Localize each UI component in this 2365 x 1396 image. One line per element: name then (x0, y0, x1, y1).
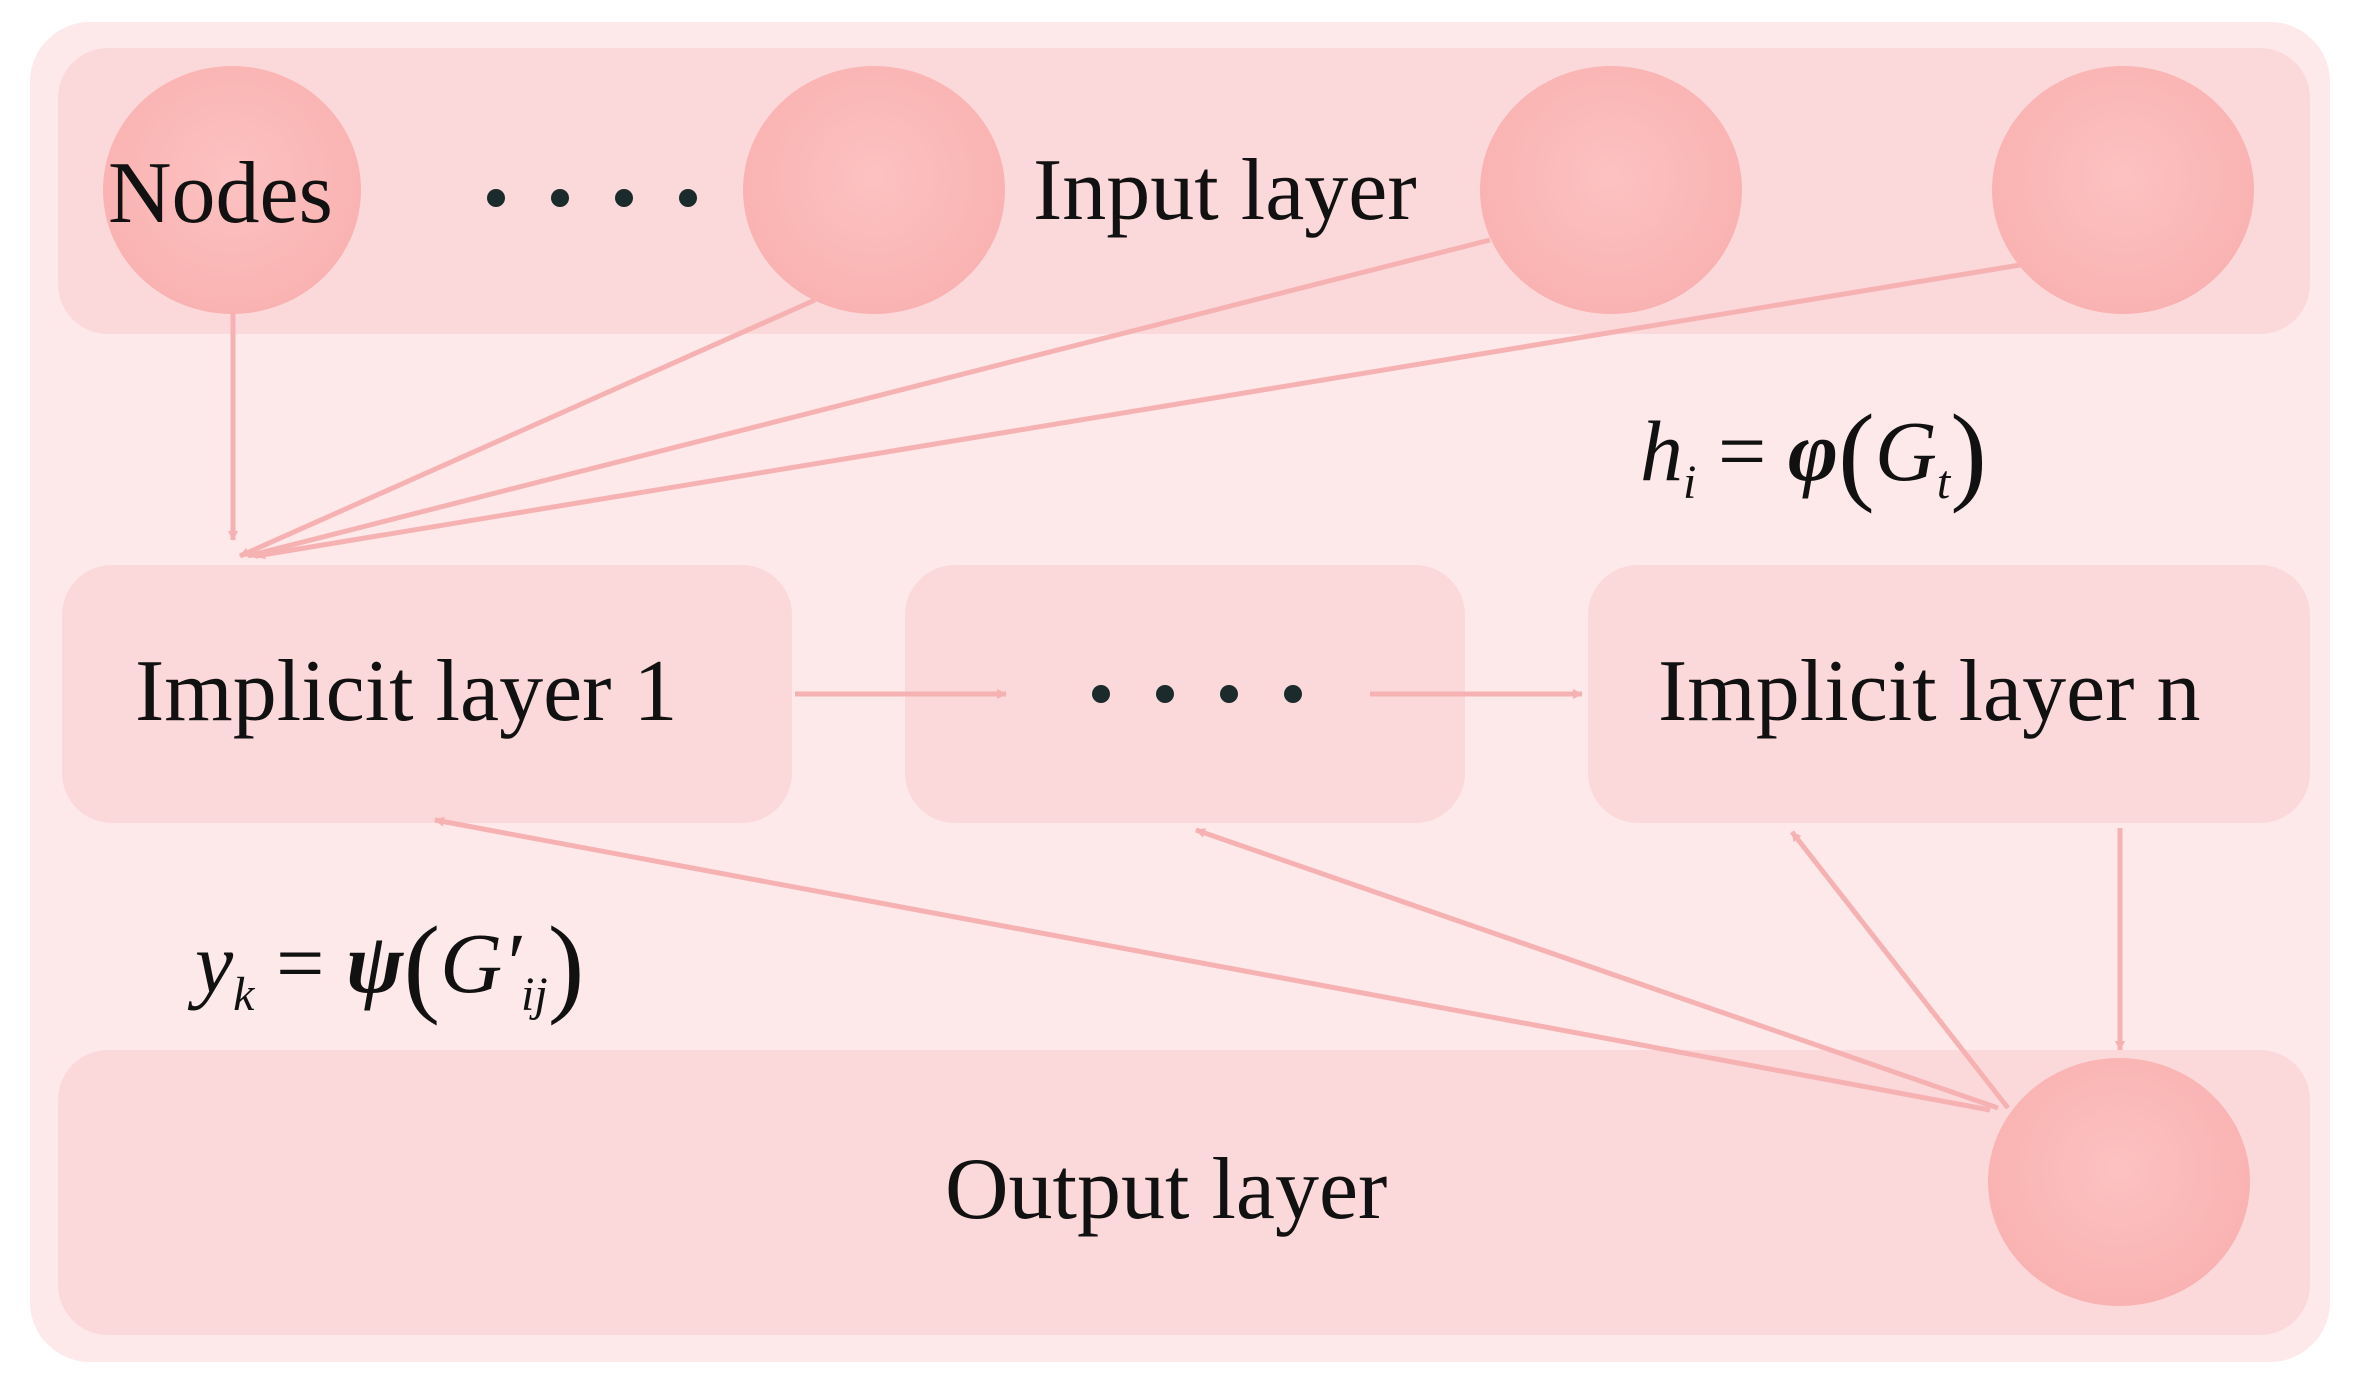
implicit-ellipsis (1092, 685, 1302, 703)
hidden-eq-arg: G (1874, 403, 1937, 499)
arrow-output-to-middle (1195, 827, 1999, 1111)
arrow-output-to-implicit1 (434, 816, 1991, 1113)
ellipsis-dot (1220, 685, 1238, 703)
hidden-eq-lhs: h (1640, 403, 1683, 499)
ellipsis-dot (1092, 685, 1110, 703)
output-eq-equals: = (275, 915, 325, 1011)
input-node-2 (743, 66, 1005, 314)
output-layer-label: Output layer (945, 1141, 1388, 1238)
input-node-3 (1480, 66, 1742, 314)
hidden-eq-open-paren: ( (1838, 392, 1875, 514)
arrow-node3-to-implicit1 (247, 237, 1491, 559)
output-eq-open-paren: ( (403, 904, 441, 1026)
ellipsis-dot (615, 189, 633, 207)
hidden-eq-arg-sub: t (1936, 456, 1951, 509)
hidden-eq-close-paren: ) (1950, 392, 1987, 514)
output-equation: yk = ψ(G′ij) (195, 910, 584, 1020)
ellipsis-dot (679, 189, 697, 207)
ellipsis-dot (1284, 685, 1302, 703)
input-layer-label: Input layer (1033, 142, 1417, 239)
output-eq-arg: G′ (440, 915, 522, 1011)
output-eq-function: ψ (346, 915, 404, 1011)
arrow-node4-to-implicit1 (255, 262, 2021, 560)
ellipsis-dot (487, 189, 505, 207)
hidden-eq-lhs-sub: i (1683, 456, 1697, 509)
output-eq-lhs-sub: k (233, 968, 255, 1021)
hidden-eq-function: φ (1787, 403, 1839, 499)
hidden-eq-equals: = (1717, 403, 1767, 499)
arrow-output-to-implicitn (1790, 830, 2010, 1110)
ellipsis-dot (551, 189, 569, 207)
output-eq-lhs: y (195, 915, 234, 1011)
hidden-equation: hi = φ(Gt) (1640, 398, 1987, 508)
output-node (1988, 1058, 2250, 1306)
ellipsis-dot (1156, 685, 1174, 703)
output-eq-close-paren: ) (547, 904, 585, 1026)
implicit-layer-n-box (1588, 565, 2310, 823)
input-node-1 (103, 66, 361, 314)
nodes-label: Nodes (108, 145, 333, 242)
output-eq-arg-sub: ij (521, 968, 548, 1021)
input-ellipsis (487, 189, 697, 207)
input-layer-band (58, 48, 2310, 334)
input-node-4 (1992, 66, 2254, 314)
arrow-node2-to-implicit1 (238, 297, 817, 559)
implicit-layer-n-label: Implicit layer n (1658, 643, 2201, 740)
implicit-layer-1-label: Implicit layer 1 (135, 643, 678, 740)
implicit-layer-1-box (62, 565, 792, 823)
